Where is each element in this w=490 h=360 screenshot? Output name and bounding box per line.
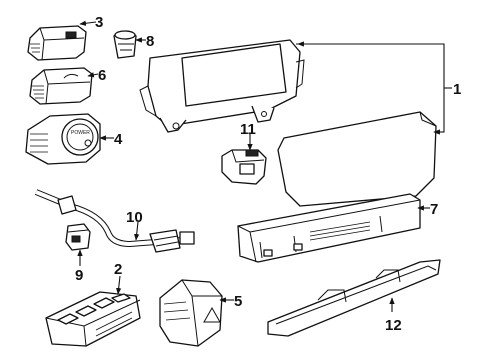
display-part-1 (139, 39, 305, 133)
power-label: POWER (71, 130, 90, 136)
hazard-switch-part-5 (159, 279, 223, 347)
callout-6: 6 (98, 67, 106, 84)
callout-9: 9 (75, 267, 83, 284)
trim-part-12 (267, 259, 441, 337)
switch-part-3 (27, 25, 87, 61)
power-switch-part-4: POWER (25, 113, 101, 165)
clip-part-8 (113, 30, 137, 59)
leader-2 (116, 275, 122, 295)
harness-part-10 (34, 189, 195, 253)
callout-1: 1 (453, 81, 461, 98)
switch-part-6 (29, 67, 93, 105)
callout-8: 8 (146, 33, 154, 50)
control-panel-part-7 (237, 193, 421, 263)
callout-2: 2 (114, 261, 122, 278)
leader-6 (87, 72, 99, 78)
leader-10 (134, 221, 140, 241)
callout-5: 5 (234, 293, 242, 310)
callout-10: 10 (126, 209, 143, 226)
connector-part-9 (65, 223, 91, 251)
leader-3 (79, 20, 97, 26)
callout-7: 7 (430, 201, 438, 218)
switch-module-part-2 (45, 291, 141, 347)
callout-3: 3 (95, 14, 103, 31)
callout-4: 4 (114, 131, 123, 148)
callout-12: 12 (385, 317, 402, 334)
sensor-part-11 (221, 149, 267, 185)
display-cover-part-1 (277, 111, 437, 207)
callout-11: 11 (240, 121, 256, 138)
